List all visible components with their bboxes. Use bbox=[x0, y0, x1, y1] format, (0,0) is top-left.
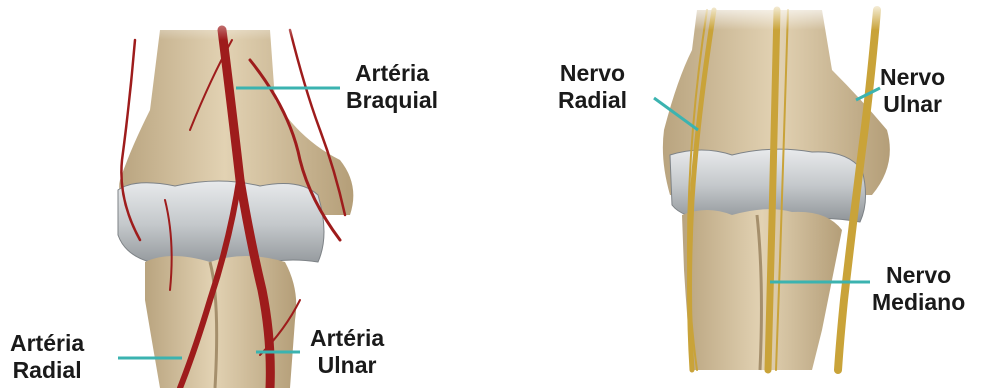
label-ulnar-nerve: Nervo Ulnar bbox=[880, 64, 945, 118]
label-radial-nerve: Nervo Radial bbox=[558, 60, 627, 114]
label-median-nerve: Nervo Mediano bbox=[872, 262, 965, 316]
nerves-illustration: Nervo Radial Nervo Ulnar Nervo Mediano bbox=[492, 0, 984, 388]
label-radial-artery: Artéria Radial bbox=[10, 330, 84, 384]
label-brachial-artery: Artéria Braquial bbox=[346, 60, 438, 114]
elbow-nerves-drawing bbox=[492, 0, 984, 388]
arteries-illustration: Artéria Braquial Artéria Radial Artéria … bbox=[0, 0, 492, 388]
label-ulnar-artery: Artéria Ulnar bbox=[310, 325, 384, 379]
